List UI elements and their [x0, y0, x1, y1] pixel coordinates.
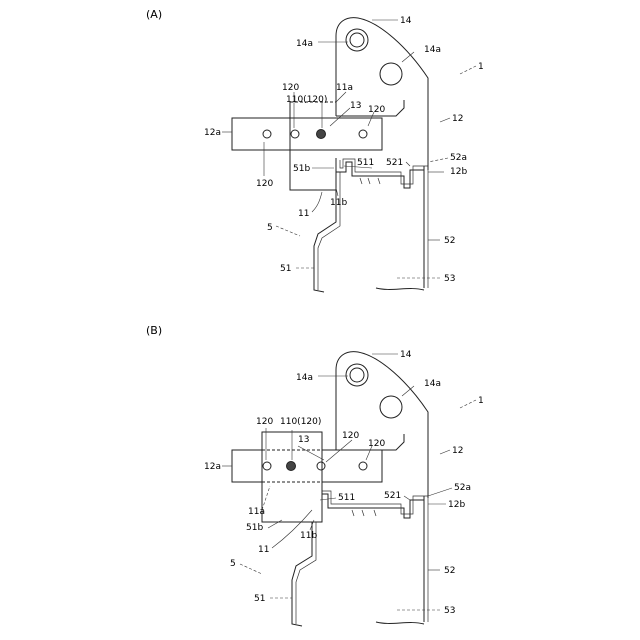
- label-53: 53: [444, 274, 455, 284]
- label-120: 120: [342, 431, 359, 441]
- label-51: 51: [280, 264, 291, 274]
- label-14a: 14a: [424, 45, 441, 55]
- rail-521: [336, 158, 428, 188]
- holes-a: [263, 130, 367, 139]
- label-521: 521: [384, 491, 401, 501]
- label-14: 14: [400, 350, 412, 360]
- block-11: [290, 102, 336, 190]
- label-11b: 11b: [300, 531, 317, 541]
- label-12a: 12a: [204, 128, 221, 138]
- body-52: [376, 496, 428, 624]
- label-51b: 51b: [246, 523, 263, 533]
- label-13: 13: [298, 435, 309, 445]
- pin-13: [317, 130, 326, 139]
- label-12b: 12b: [448, 500, 465, 510]
- label-52: 52: [444, 236, 455, 246]
- label-51: 51: [254, 594, 265, 604]
- label-110-120: 110(120): [280, 417, 321, 427]
- hole-120: [359, 130, 367, 138]
- label-1: 1: [478, 396, 484, 406]
- label-11a: 11a: [248, 507, 265, 517]
- label-14a: 14a: [424, 379, 441, 389]
- label-511: 511: [357, 158, 374, 168]
- label-120: 120: [256, 417, 273, 427]
- label-12a: 12a: [204, 462, 221, 472]
- label-11: 11: [258, 545, 269, 555]
- label-12b: 12b: [450, 167, 467, 177]
- label-52a: 52a: [450, 153, 467, 163]
- label-1: 1: [478, 62, 484, 72]
- label-12: 12: [452, 446, 463, 456]
- label-120: 120: [256, 179, 273, 189]
- label-51b: 51b: [293, 164, 310, 174]
- label-120: 120: [282, 83, 299, 93]
- label-5: 5: [230, 559, 236, 569]
- label-53: 53: [444, 606, 455, 616]
- label-14a: 14a: [296, 39, 313, 49]
- hole-120: [291, 130, 299, 138]
- body-52: [376, 168, 428, 290]
- panel-a-label: (A): [146, 8, 162, 21]
- label-13: 13: [350, 101, 361, 111]
- rail-521: [312, 490, 428, 518]
- hole-120: [359, 462, 367, 470]
- label-11b: 11b: [330, 198, 347, 208]
- panel-b-label: (B): [146, 324, 162, 337]
- panel-a: (A): [146, 8, 484, 292]
- label-14a: 14a: [296, 373, 313, 383]
- tube-51: [314, 168, 340, 292]
- hole-120: [263, 130, 271, 138]
- leaders-a: [222, 20, 476, 278]
- label-52: 52: [444, 566, 455, 576]
- label-11: 11: [298, 209, 309, 219]
- label-120: 120: [368, 105, 385, 115]
- label-52a: 52a: [454, 483, 471, 493]
- label-14: 14: [400, 16, 412, 26]
- label-5: 5: [267, 223, 273, 233]
- panel-b: (B): [146, 324, 484, 626]
- label-110-120: 110(120): [286, 95, 327, 105]
- pin-13: [287, 462, 296, 471]
- label-12: 12: [452, 114, 463, 124]
- label-521: 521: [386, 158, 403, 168]
- label-511: 511: [338, 493, 355, 503]
- label-120: 120: [368, 439, 385, 449]
- label-11a: 11a: [336, 83, 353, 93]
- labels-b: 14 14a 14a 1 120 110(120) 120 13 120 12 …: [204, 350, 484, 616]
